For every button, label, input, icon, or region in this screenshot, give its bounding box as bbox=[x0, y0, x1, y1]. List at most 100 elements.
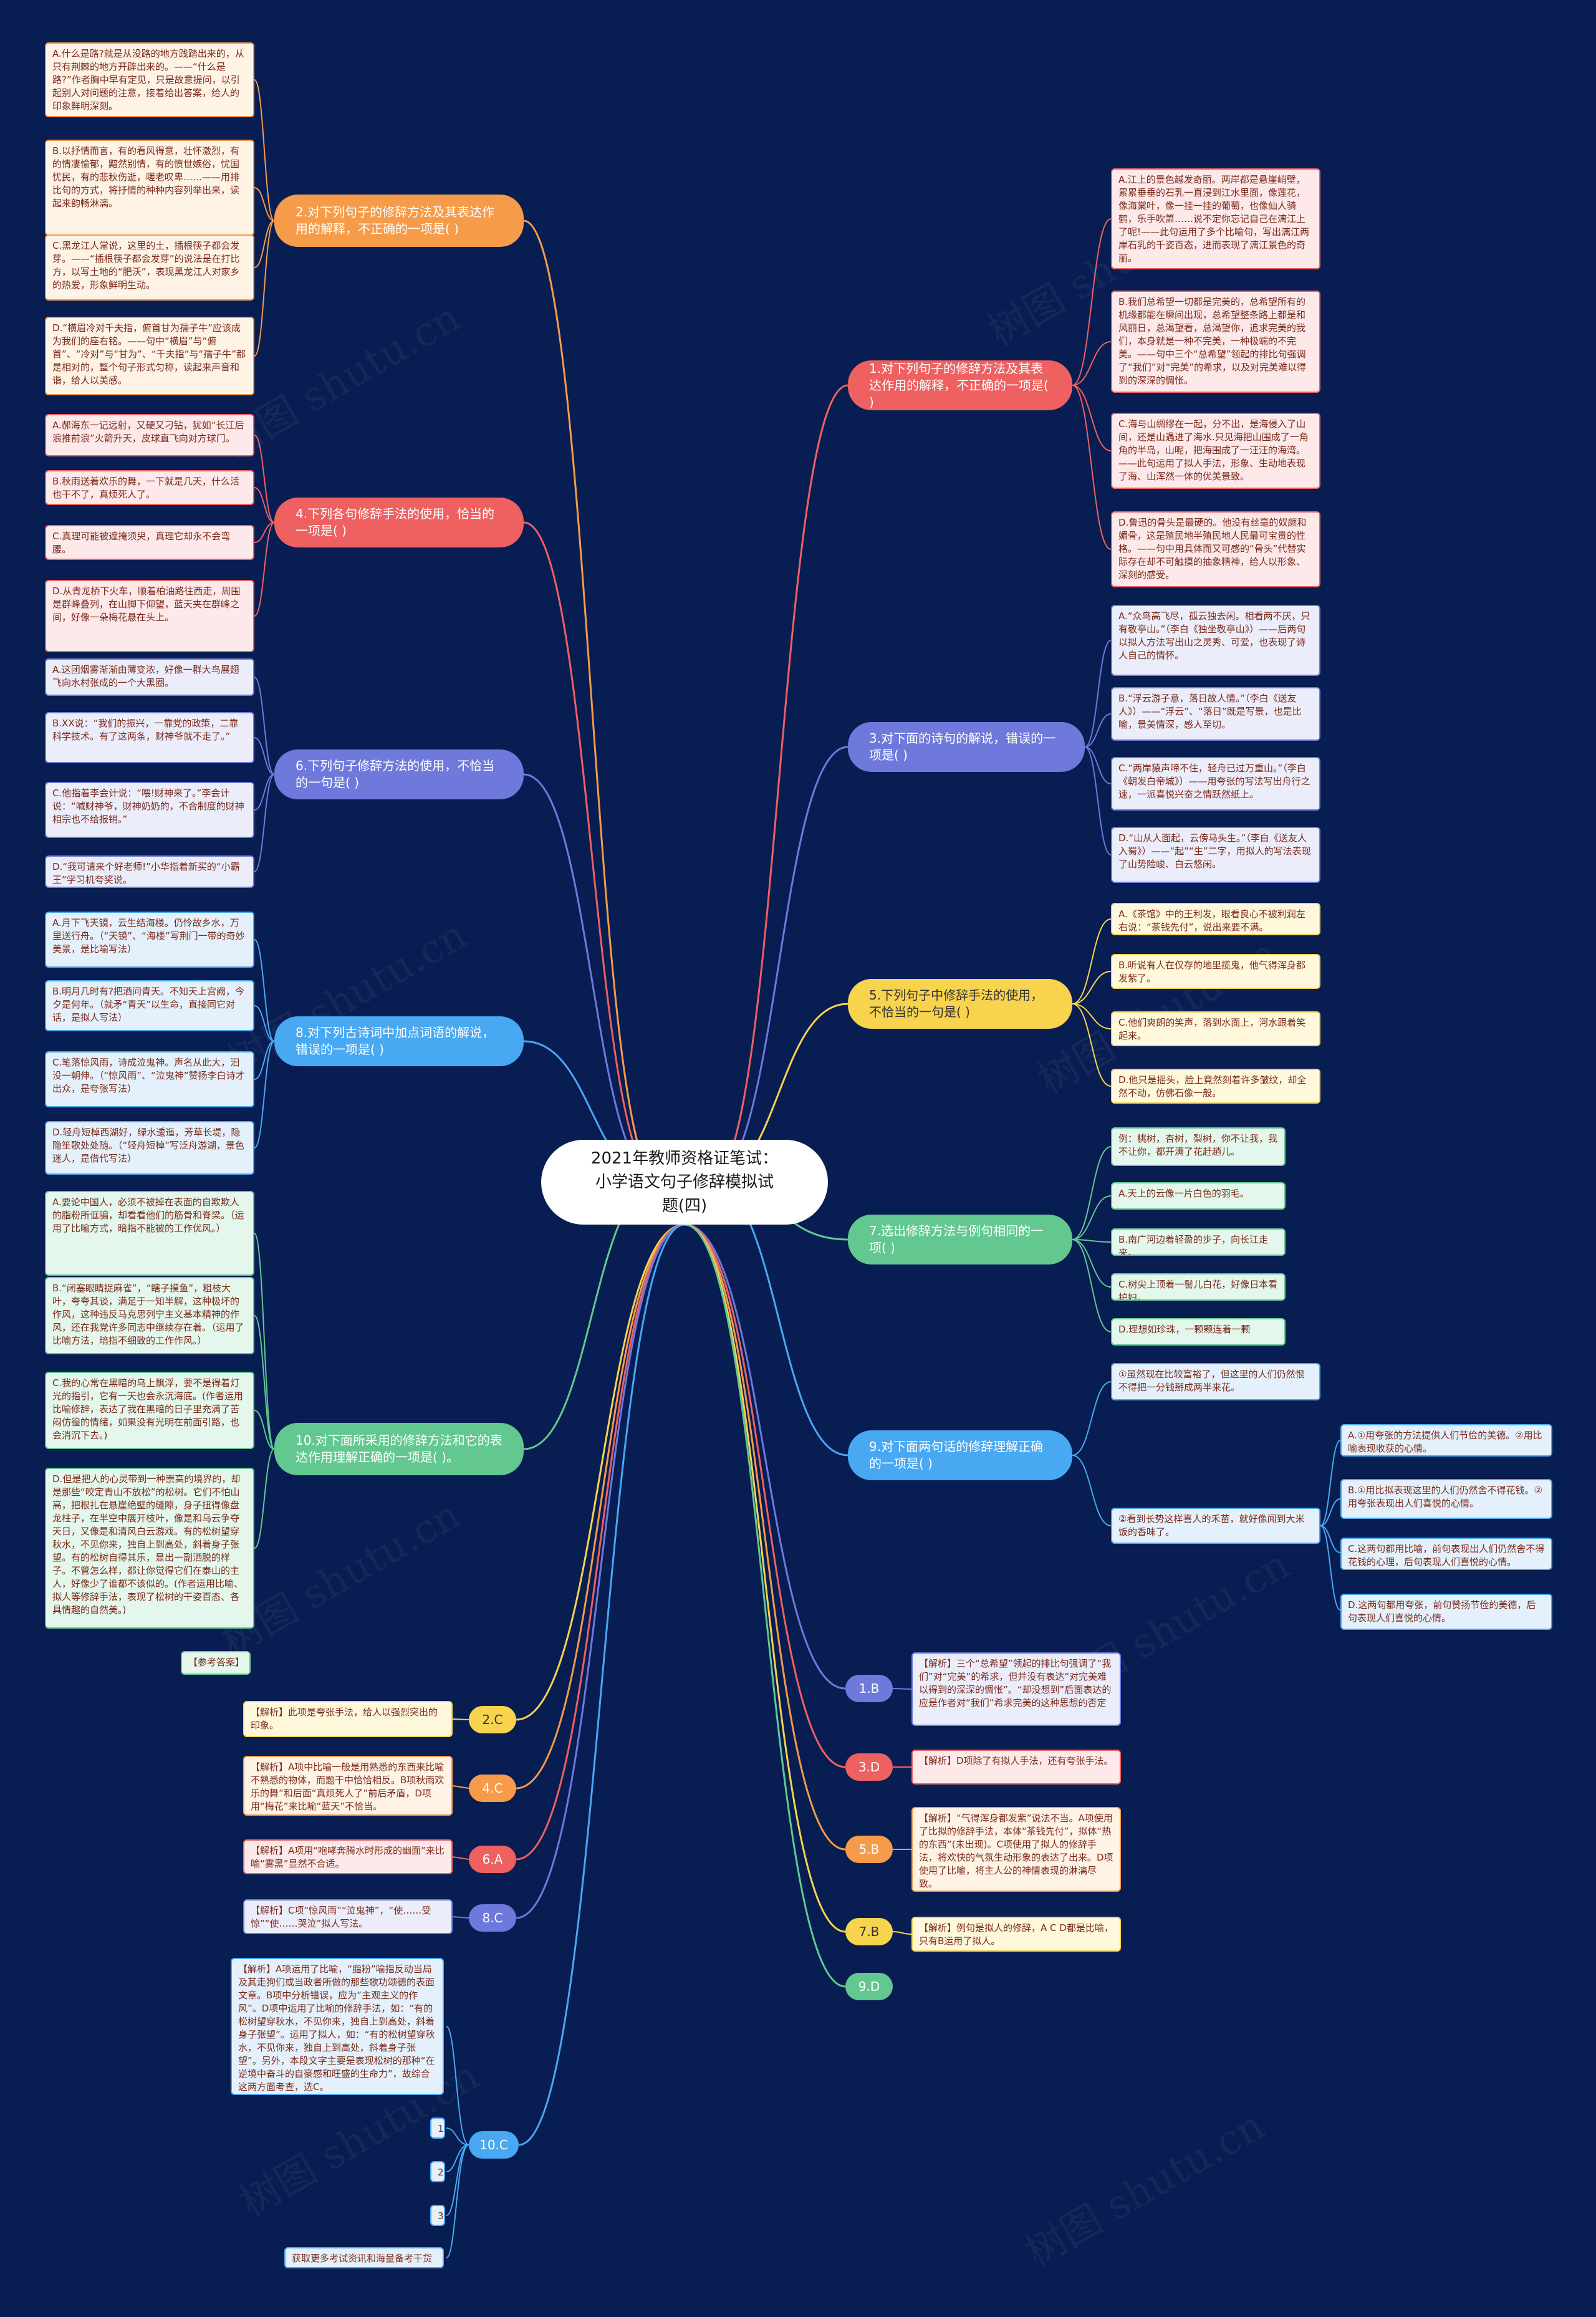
option-card: C.“两岸猿声啼不住，轻舟已过万重山。”（李白《朝发白帝城》）——用夸张的写法写… bbox=[1111, 757, 1320, 811]
option-card: A.郝海东一记远射，又硬又刁钻，犹如“长江后浪推前浪”火箭升天，皮球直飞向对方球… bbox=[45, 414, 254, 456]
option-card: A.这团烟雾渐渐由薄变浓，好像一群大鸟展翅飞向水村张成的一个大黑圈。 bbox=[45, 658, 254, 696]
option-card: B.我们总希望一切都是完美的，总希望所有的机缘都能在瞬间出现，总希望整条路上都是… bbox=[1111, 291, 1320, 393]
question-branch-q9[interactable]: 9.对下面两句话的修辞理解正确的一项是( ) bbox=[848, 1430, 1072, 1480]
option-connector bbox=[452, 1916, 469, 1919]
option-card: A.江上的景色越发奇丽。两岸都是悬崖峭壁，累累垂垂的石乳一直浸到江水里面，像莲花… bbox=[1111, 168, 1320, 269]
explanation-card: 【解析】D项除了有拟人手法，还有夸张手法。 bbox=[911, 1750, 1121, 1785]
question-branch-q6[interactable]: 6.下列句子修辞方法的使用，不恰当的一句是( ) bbox=[274, 749, 524, 799]
option-card: A.要论中国人，必须不被掉在表面的自欺欺人的脂粉所诓骗，却看看他们的筋骨和脊梁。… bbox=[45, 1191, 254, 1276]
option-connector bbox=[1320, 1498, 1341, 1526]
option-connector bbox=[1072, 385, 1112, 451]
question-branch-q3[interactable]: 3.对下面的诗句的解说，错误的一项是( ) bbox=[848, 722, 1085, 772]
option-connector bbox=[254, 939, 275, 1042]
option-card: D.从青龙桥下火车，顺着柏油路往西走，周围是群峰叠列，在山脚下仰望，蓝天夹在群峰… bbox=[45, 580, 254, 652]
answer-pill[interactable]: 3.D bbox=[845, 1753, 893, 1781]
option-connector bbox=[1084, 713, 1112, 748]
option-connector bbox=[446, 2144, 469, 2172]
option-connector bbox=[892, 1688, 912, 1690]
option-connector bbox=[452, 1856, 469, 1860]
option-connector bbox=[254, 79, 275, 221]
answer-pill[interactable]: 9.D bbox=[845, 1973, 893, 2000]
option-connector bbox=[1072, 918, 1112, 1004]
option-connector bbox=[254, 774, 275, 872]
option-connector bbox=[254, 1410, 275, 1450]
explanation-card: 【解析】“气得浑身都发紫”说法不当。A项使用了比拟的修辞手法，本体“茶钱先付”，… bbox=[911, 1807, 1121, 1892]
option-connector bbox=[254, 1233, 275, 1450]
question-branch-q1[interactable]: 1.对下列句子的修辞方法及其表达作用的解释，不正确的一项是( ) bbox=[848, 360, 1072, 410]
option-card: A.《茶馆》中的王利发，眼看良心不被利润左右说：“茶钱先付”，说出来要不满。 bbox=[1111, 903, 1320, 935]
option-card: B.南广河边着轻盈的步子，向长江走来。 bbox=[1111, 1228, 1286, 1256]
option-card: D.“我可请来个好老师!”小华指着新买的“小霸王”学习机夸奖说。 bbox=[45, 855, 254, 888]
question-branch-q4[interactable]: 4.下列各句修辞手法的使用，恰当的一项是( ) bbox=[274, 498, 524, 547]
option-card: B.听说有人在仅存的地里揽鬼，他气得浑身都发紫了。 bbox=[1111, 954, 1320, 989]
question-branch-q2[interactable]: 2.对下列句子的修辞方法及其表达作用的解释，不正确的一项是( ) bbox=[274, 195, 524, 247]
option-connector bbox=[254, 774, 275, 811]
option-card: C.他们爽朗的笑声，落到水面上，河水跟着笑起来。 bbox=[1111, 1011, 1320, 1046]
connector-line bbox=[523, 521, 660, 1183]
option-card: B.XX说：“我们的振兴，一靠党的政策，二靠科学技术。有了这两条，财神爷就不走了… bbox=[45, 712, 254, 763]
option-card: A.月下飞天镜，云生结海楼。仍怜故乡水，万里送行舟。（“天镜”、“海楼”写荆门一… bbox=[45, 912, 254, 968]
root-topic[interactable]: 2021年教师资格证笔试： 小学语文句子修辞模拟试 题(四) bbox=[541, 1140, 828, 1225]
option-card: D.这两句都用夸张，前句赞扬节俭的美德，后句表现人们喜悦的心情。 bbox=[1340, 1594, 1552, 1630]
answer-pill[interactable]: 2.C bbox=[469, 1706, 516, 1733]
connector-line bbox=[518, 1223, 685, 2146]
option-card: C.树尖上顶着一髻儿白花，好像日本看护妇。 bbox=[1111, 1273, 1286, 1301]
question-branch-q8[interactable]: 8.对下列古诗词中加点词语的解说，错误的一项是( ) bbox=[274, 1016, 524, 1066]
footer-link-card: 获取更多考试资讯和海量备考干货 bbox=[284, 2247, 444, 2268]
option-connector bbox=[1072, 1239, 1112, 1288]
option-card: D.理想如珍珠，一颗颗连着一颗 bbox=[1111, 1318, 1286, 1346]
option-connector bbox=[254, 187, 275, 221]
option-connector bbox=[1072, 1003, 1112, 1087]
answer-pill[interactable]: 4.C bbox=[469, 1775, 516, 1802]
connector-line bbox=[709, 746, 848, 1183]
connector-line bbox=[516, 1223, 685, 1861]
option-card: 例：桃树，杏树，梨树，你不让我，我不让你，都开满了花赶趟儿。 bbox=[1111, 1127, 1286, 1166]
connector-line bbox=[516, 1223, 685, 1790]
explanation-card: 【解析】此项是夸张手法，给人以强烈突出的印象。 bbox=[243, 1701, 453, 1737]
answer-pill[interactable]: 8.C bbox=[469, 1904, 516, 1932]
option-connector bbox=[1072, 1003, 1112, 1029]
connector-line bbox=[684, 1223, 846, 1851]
option-card: D.鲁迅的骨头是最硬的。他没有丝毫的奴颜和媚骨，这是殖民地半殖民地人民最可宝贵的… bbox=[1111, 511, 1320, 587]
option-connector bbox=[1072, 341, 1112, 386]
option-card: A.天上的云像一片白色的羽毛。 bbox=[1111, 1182, 1286, 1210]
option-connector bbox=[254, 1005, 275, 1042]
connector-line bbox=[523, 773, 660, 1183]
connector-line bbox=[684, 1223, 846, 1768]
option-connector bbox=[254, 522, 275, 543]
answer-pill[interactable]: 1.B bbox=[845, 1675, 893, 1702]
explanation-card: 【解析】例句是拟人的修辞，A C D都是比喻，只有B运用了拟人。 bbox=[911, 1917, 1121, 1952]
question-branch-q7[interactable]: 7.选出修辞方法与例句相同的一项( ) bbox=[848, 1215, 1072, 1264]
option-card: B.①用比拟表现这里的人们仍然舍不得花钱。②用夸张表现出人们喜悦的心情。 bbox=[1340, 1479, 1552, 1519]
answer-pill[interactable]: 6.A bbox=[469, 1846, 516, 1873]
answer-pill[interactable]: 10.C bbox=[469, 2131, 519, 2159]
option-card: C.他指着李会计说：“喂!财神来了。”李会计说：“喊财神爷，财神奶奶的，不合制度… bbox=[45, 782, 254, 838]
option-connector bbox=[254, 1315, 275, 1450]
option-connector bbox=[1320, 1525, 1341, 1611]
option-connector bbox=[1084, 746, 1112, 855]
option-connector bbox=[254, 737, 275, 775]
option-connector bbox=[254, 220, 275, 357]
option-card: D.“山从人面起，云傍马头生。”（李白《送友人入蜀》）——“起”“生”二字，用拟… bbox=[1111, 827, 1320, 883]
question-branch-q10[interactable]: 10.对下面所采用的修辞方法和它的表达作用理解正确的一项是( )。 bbox=[274, 1423, 524, 1475]
option-card: C.海与山绸缪在一起，分不出，是海侵入了山间，还是山遇进了海水.只见海把山围成了… bbox=[1111, 413, 1320, 489]
explanation-card: 【解析】A项中比喻一般是用熟悉的东西来比喻不熟悉的物体，而题干中恰恰相反。B项秋… bbox=[243, 1756, 453, 1816]
option-connector bbox=[1084, 746, 1112, 784]
option-connector bbox=[1320, 1440, 1341, 1526]
option-connector bbox=[254, 522, 275, 617]
answer-pill[interactable]: 7.B bbox=[845, 1918, 893, 1945]
answer-pill[interactable]: 5.B bbox=[845, 1836, 893, 1863]
option-connector bbox=[1320, 1525, 1341, 1553]
option-connector bbox=[1072, 1195, 1112, 1240]
option-card: D.“横眉冷对千夫指，俯首甘为孺子牛”应该成为我们的座右铭。——句中“横眉”与“… bbox=[45, 317, 254, 395]
option-card: D.他只是摇头，脸上竟然刻着许多皱纹，却全然不动，仿佛石像一般。 bbox=[1111, 1069, 1320, 1104]
option-connector bbox=[254, 1448, 275, 1549]
option-connector bbox=[1072, 1239, 1112, 1243]
explanation-card: 【解析】三个“总希望”领起的排比句强调了“我们”对“完美”的希求，但并没有表达“… bbox=[911, 1652, 1121, 1726]
option-connector bbox=[254, 435, 275, 523]
option-card: A.“众鸟高飞尽，孤云独去闲。相看两不厌，只有敬亭山。”（李白《独坐敬亭山》）—… bbox=[1111, 605, 1320, 676]
option-connector bbox=[1072, 1239, 1112, 1332]
statement-card: ②看到长势这样喜人的禾苗，就好像闻到大米饭的香味了。 bbox=[1111, 1508, 1320, 1544]
question-branch-q5[interactable]: 5.下列句子中修辞手法的使用，不恰当的一句是( ) bbox=[848, 979, 1072, 1029]
